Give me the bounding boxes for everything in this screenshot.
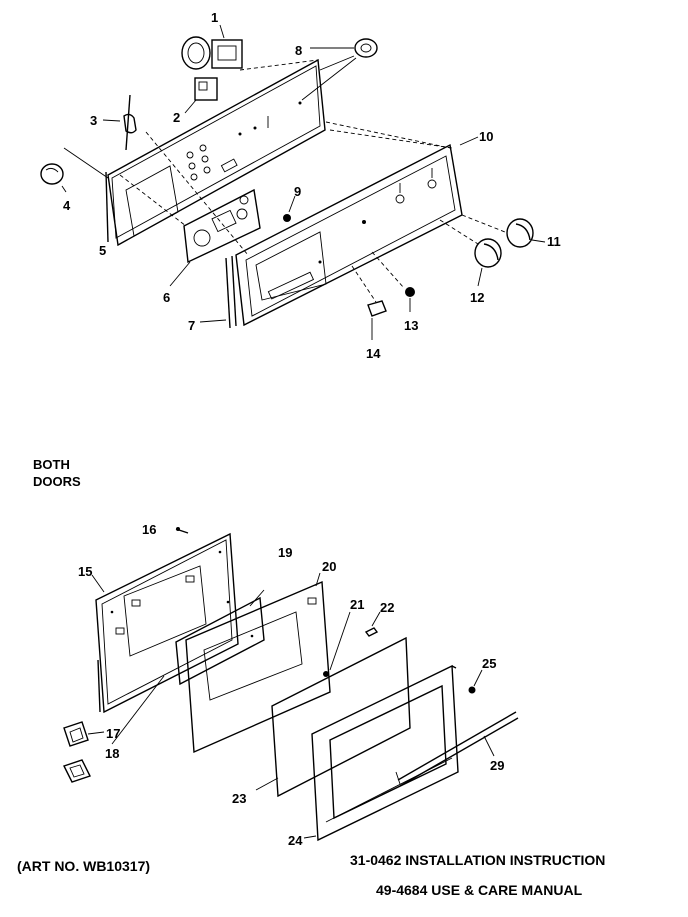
part-25-screw [468, 669, 483, 694]
part-20-door-liner [185, 572, 331, 754]
callout-9: 9 [294, 184, 301, 199]
part-24-outer-frame [303, 664, 459, 842]
callout-12: 12 [470, 290, 484, 305]
callout-labels: 1 2 3 4 5 6 7 8 9 10 11 12 13 14 15 16 1… [63, 10, 561, 848]
part-12-knob [474, 238, 502, 287]
part-10-front-panel [235, 136, 479, 327]
callout-2: 2 [173, 110, 180, 125]
part-1-timer [181, 24, 243, 70]
callout-6: 6 [163, 290, 170, 305]
part-4-bracket [40, 147, 109, 193]
callout-3: 3 [90, 113, 97, 128]
callout-21: 21 [350, 597, 364, 612]
callout-15: 15 [78, 564, 92, 579]
part-16-screw [175, 527, 189, 534]
callout-22: 22 [380, 600, 394, 615]
part-3-clip [102, 94, 137, 151]
part-18-hinge [63, 675, 165, 783]
part-13-button [405, 287, 415, 312]
callout-7: 7 [188, 318, 195, 333]
callout-24: 24 [288, 833, 303, 848]
callout-17: 17 [106, 726, 120, 741]
part-6-clock [169, 188, 261, 287]
rear-control-panel [105, 58, 326, 247]
callout-16: 16 [142, 522, 156, 537]
part-21-pin [323, 611, 351, 677]
installation-instruction: 31-0462 INSTALLATION INSTRUCTION [350, 852, 606, 868]
callout-10: 10 [479, 129, 493, 144]
heading-line-2: DOORS [33, 474, 81, 489]
part-14-pushbutton [367, 300, 387, 340]
alignment-lines [119, 59, 506, 303]
callout-19: 19 [278, 545, 292, 560]
callout-25: 25 [482, 656, 496, 671]
part-11-knob [506, 218, 546, 248]
part-15-inner-door [91, 532, 239, 714]
section-heading: BOTH DOORS [33, 456, 81, 490]
part-29-handle [397, 711, 519, 787]
part-17-hinge [63, 721, 105, 747]
callout-5: 5 [99, 243, 106, 258]
callout-1: 1 [211, 10, 218, 25]
part-7-trim-strip [199, 255, 237, 329]
part-8-screw [301, 38, 378, 101]
callout-11: 11 [547, 234, 561, 249]
callout-18: 18 [105, 746, 119, 761]
part-2-switch [184, 77, 218, 114]
part-22-pin [364, 611, 381, 637]
callout-14: 14 [366, 346, 381, 361]
callout-8: 8 [295, 43, 302, 58]
art-number: (ART NO. WB10317) [17, 858, 151, 874]
use-care-manual: 49-4684 USE & CARE MANUAL [376, 882, 583, 898]
part-23-glass [255, 636, 411, 798]
callout-20: 20 [322, 559, 336, 574]
callout-13: 13 [404, 318, 418, 333]
callout-4: 4 [63, 198, 71, 213]
callout-29: 29 [490, 758, 504, 773]
heading-line-1: BOTH [33, 457, 70, 472]
callout-23: 23 [232, 791, 246, 806]
part-9-screw [283, 195, 296, 222]
part-19-insulation [175, 589, 265, 686]
